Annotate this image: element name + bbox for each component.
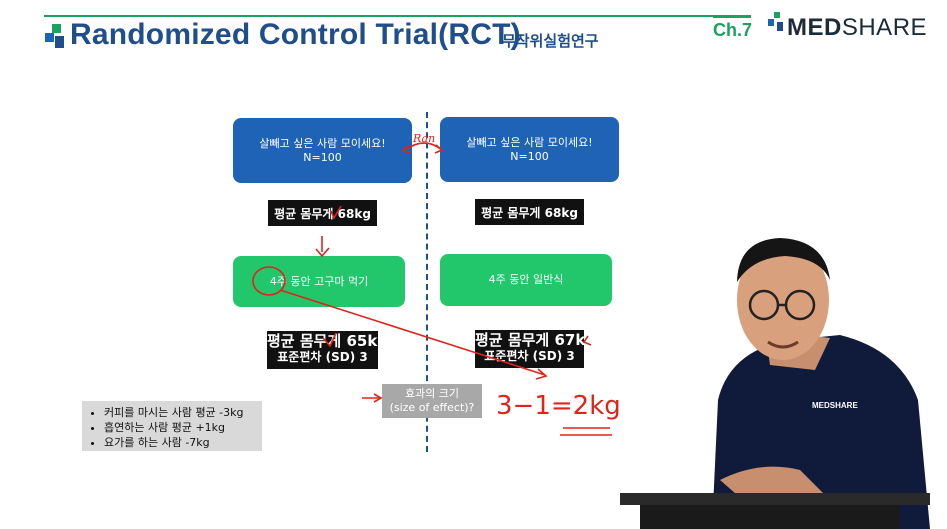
effect-size-title: 효과의 크기 (404, 387, 460, 400)
presenter-face (737, 240, 829, 360)
group-divider (426, 112, 428, 452)
left-recruit-text: 살빼고 싶은 사람 모이세요! (259, 136, 386, 150)
effect-size-subtitle: (size of effect)? (389, 401, 475, 414)
presenter-hair (737, 238, 830, 282)
page-subtitle: 무작위실험연구 (502, 32, 599, 50)
right-result-box: 평균 몸무게 67kg 표준편차 (SD) 3 (475, 330, 597, 368)
pen-annotations (252, 142, 612, 436)
right-recruit-text: 살빼고 싶은 사람 모이세요! (466, 135, 593, 149)
chapter-label: Ch.7 (713, 20, 753, 40)
notes-box: 커피를 마시는 사람 평균 -3kg 흡연하는 사람 평균 +1kg 요가를 하… (82, 401, 262, 451)
left-baseline-weight: 평균 몸무게 68kg (268, 200, 377, 226)
header-top-line (44, 15, 750, 17)
left-recruit-n: N=100 (303, 150, 342, 164)
right-recruit-box: 살빼고 싶은 사람 모이세요! N=100 (440, 117, 619, 182)
chapter-underline (713, 15, 751, 18)
medshare-logo: MEDSHARE (787, 14, 928, 41)
page-title: Randomized Control Trial(RCT) (70, 18, 521, 51)
right-baseline-weight: 평균 몸무게 68kg (475, 199, 584, 225)
left-intervention-text: 4주 동안 고구마 먹기 (269, 274, 369, 288)
right-recruit-n: N=100 (510, 149, 549, 163)
right-result-weight: 평균 몸무게 67kg (475, 331, 597, 349)
right-intervention-box: 4주 동안 일반식 (440, 254, 612, 306)
left-result-sd: 표준편차 (SD) 3 (277, 350, 368, 364)
effect-equation: 3−1=2kg (496, 391, 621, 421)
left-result-box: 평균 몸무게 65kg 표준편차 (SD) 3 (267, 331, 389, 369)
laptop-base (640, 505, 900, 529)
note-item: 흡연하는 사람 평균 +1kg (104, 420, 262, 435)
note-item: 커피를 마시는 사람 평균 -3kg (104, 405, 262, 420)
effect-arrow (279, 289, 546, 376)
note-item: 요가를 하는 사람 -7kg (104, 435, 262, 450)
left-recruit-box: 살빼고 싶은 사람 모이세요! N=100 (233, 118, 412, 183)
left-result-weight: 평균 몸무게 65kg (267, 332, 389, 350)
left-intervention-box: 4주 동안 고구마 먹기 (233, 256, 405, 307)
laptop-edge (620, 493, 930, 505)
ran-label: Ran (412, 132, 435, 145)
right-intervention-text: 4주 동안 일반식 (488, 273, 564, 286)
effect-size-box: 효과의 크기 (size of effect)? (382, 384, 482, 418)
right-result-sd: 표준편차 (SD) 3 (484, 349, 575, 363)
shirt-logo: MEDSHARE (812, 401, 858, 410)
